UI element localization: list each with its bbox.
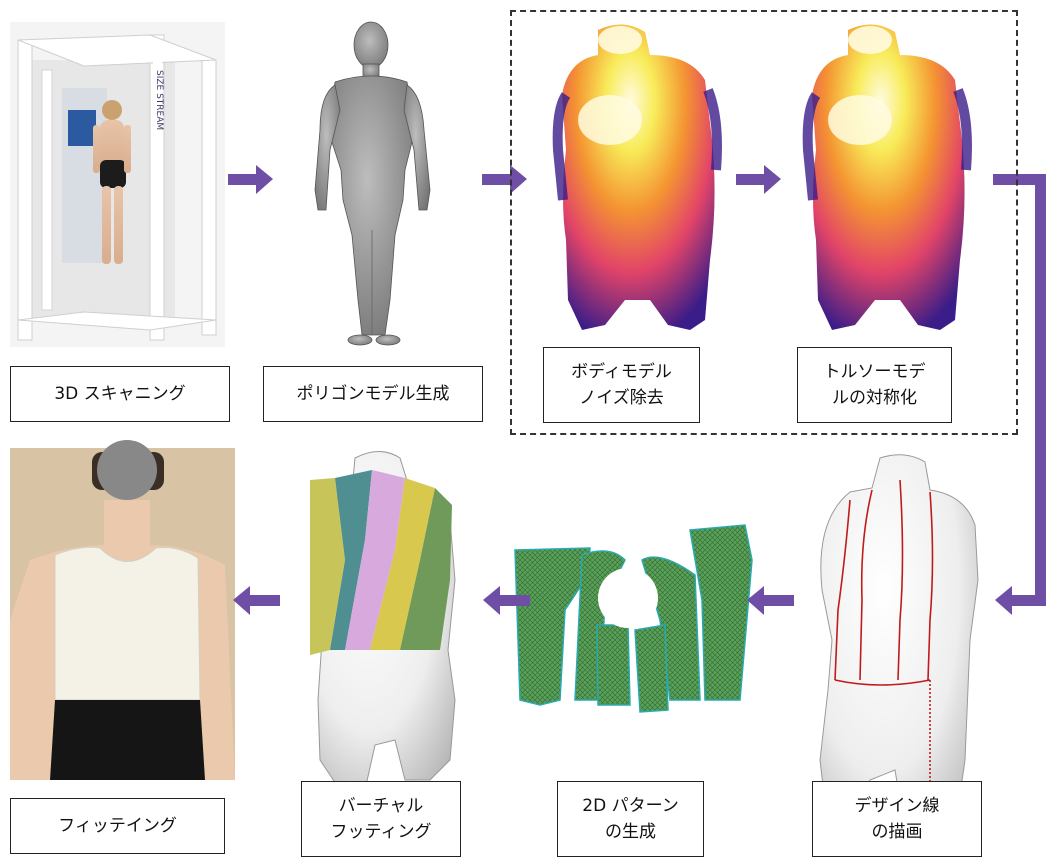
step-label-denoise: ボディモデル ノイズ除去 xyxy=(543,347,700,423)
arrow-scan-to-polygon xyxy=(228,165,273,194)
step-label-fitting: フィッテイング xyxy=(10,798,225,854)
scanner-brand-text: SIZE STREAM xyxy=(154,70,164,130)
arrow-virtual-to-fitting xyxy=(233,586,280,615)
pattern-neckhole xyxy=(598,568,658,628)
step-label-polygon: ポリゴンモデル生成 xyxy=(263,366,483,422)
fitting-photo-image xyxy=(10,440,235,780)
step-label-virtual: バーチャル フッティング xyxy=(301,781,461,857)
step-label-scan: 3D スキャニング xyxy=(10,366,230,422)
arrow-design-to-pattern xyxy=(747,586,794,615)
step-label-symmetry: トルソーモデ ルの対称化 xyxy=(797,347,952,423)
scanner-booth-image: SIZE STREAM xyxy=(10,22,225,347)
step-label-design: デザイン線 の描画 xyxy=(812,781,982,857)
virtual-fitting-image xyxy=(310,452,455,791)
polygon-model-image xyxy=(315,22,430,345)
step-label-pattern: 2D パターン の生成 xyxy=(557,781,704,857)
